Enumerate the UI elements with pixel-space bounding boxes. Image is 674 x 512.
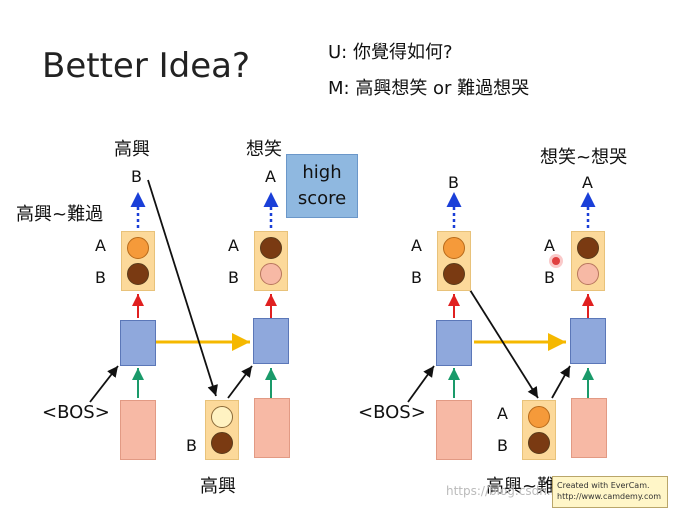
pale-circle bbox=[211, 406, 233, 428]
brown-circle bbox=[528, 432, 550, 454]
orange-circle bbox=[127, 237, 149, 259]
high-score-line2: score bbox=[297, 188, 347, 209]
left-label-a-top2: A bbox=[265, 167, 276, 186]
right-input-block-2 bbox=[571, 398, 607, 458]
left-label-range: 高興~難過 bbox=[16, 204, 104, 225]
right-label-b3: B bbox=[497, 436, 508, 455]
evercam-watermark: Created with EverCam. http://www.camdemy… bbox=[552, 476, 668, 508]
right-label-a1: A bbox=[411, 236, 422, 255]
left-rnn-cell-1 bbox=[120, 320, 156, 366]
right-traffic-light-2 bbox=[571, 231, 605, 291]
right-traffic-light-1 bbox=[437, 231, 471, 291]
pink-circle bbox=[260, 263, 282, 285]
left-label-bos: <BOS> bbox=[42, 402, 110, 423]
left-input-block-1 bbox=[120, 400, 156, 460]
left-input-block-2 bbox=[254, 398, 290, 458]
right-feedback-arrow bbox=[469, 289, 539, 399]
right-label-a3: A bbox=[497, 404, 508, 423]
left-feedback-arrow bbox=[147, 179, 218, 397]
left-bos-arrow bbox=[89, 365, 119, 403]
left-label-a1: A bbox=[95, 236, 106, 255]
right-label-a2: A bbox=[544, 236, 555, 255]
left-label-gaoxing-top: 高興 bbox=[114, 139, 150, 160]
brown-circle bbox=[127, 263, 149, 285]
watermark-line1: Created with EverCam. bbox=[557, 481, 650, 490]
right-sample-arrow bbox=[551, 365, 571, 399]
left-rnn-cell-2 bbox=[253, 318, 289, 364]
high-score-box: high score bbox=[286, 154, 358, 218]
left-label-b-top: B bbox=[131, 167, 142, 186]
left-label-b2: B bbox=[228, 268, 239, 287]
right-bos-arrow bbox=[407, 365, 435, 403]
brown-circle bbox=[577, 237, 599, 259]
watermark-line2: http://www.camdemy.com bbox=[557, 492, 662, 501]
left-sample-light bbox=[205, 400, 239, 460]
left-label-b3: B bbox=[186, 436, 197, 455]
right-label-b1: B bbox=[411, 268, 422, 287]
left-label-a2: A bbox=[228, 236, 239, 255]
left-label-b1: B bbox=[95, 268, 106, 287]
right-rnn-cell-1 bbox=[436, 320, 472, 366]
right-label-bos: <BOS> bbox=[358, 402, 426, 423]
dialog-machine: M: 高興想笑 or 難過想哭 bbox=[328, 78, 530, 99]
pink-circle bbox=[577, 263, 599, 285]
right-label-b2: B bbox=[544, 268, 555, 287]
left-label-gaoxing-bottom: 高興 bbox=[200, 476, 236, 497]
left-traffic-light-2 bbox=[254, 231, 288, 291]
left-label-xiangxiao: 想笑 bbox=[246, 139, 282, 160]
slide-title: Better Idea? bbox=[42, 46, 251, 86]
right-label-range-bottom: 高興~難過 bbox=[486, 476, 574, 497]
csdn-watermark: https://blog.csdn.net bbox=[446, 484, 571, 498]
brown-circle bbox=[260, 237, 282, 259]
orange-circle bbox=[443, 237, 465, 259]
right-label-range-top: 想笑~想哭 bbox=[540, 147, 628, 168]
right-sample-light bbox=[522, 400, 556, 460]
right-label-a-top2: A bbox=[582, 173, 593, 192]
orange-circle bbox=[528, 406, 550, 428]
left-sample-arrow bbox=[227, 365, 253, 399]
cursor-marker bbox=[552, 257, 560, 265]
right-rnn-cell-2 bbox=[570, 318, 606, 364]
left-traffic-light-1 bbox=[121, 231, 155, 291]
right-label-b-top: B bbox=[448, 173, 459, 192]
right-input-block-1 bbox=[436, 400, 472, 460]
brown-circle bbox=[211, 432, 233, 454]
brown-circle bbox=[443, 263, 465, 285]
dialog-user: U: 你覺得如何? bbox=[328, 42, 453, 63]
high-score-line1: high bbox=[302, 162, 342, 183]
